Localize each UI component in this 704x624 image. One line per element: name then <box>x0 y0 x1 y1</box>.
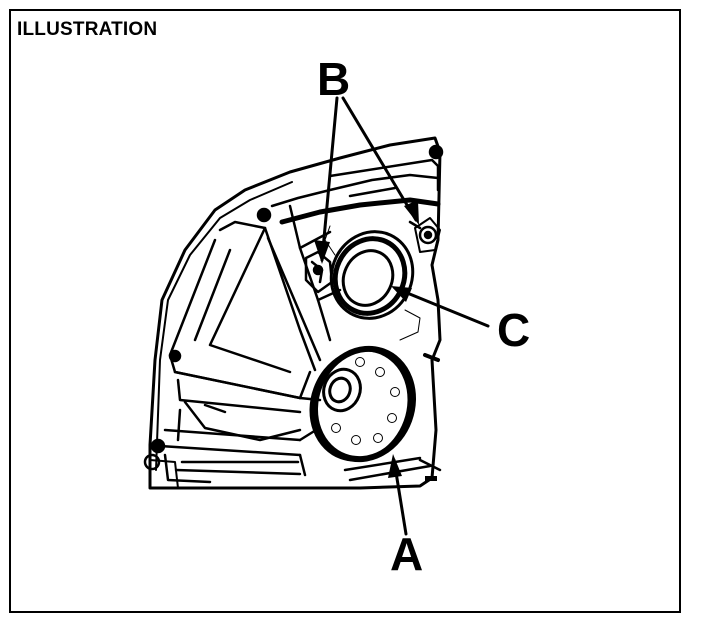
illustration-caption: ILLUSTRATION <box>17 19 158 40</box>
bearing-flange <box>309 345 417 463</box>
housing-bolt-holes <box>143 144 444 481</box>
callout-label-a: A <box>390 528 423 580</box>
housing-ribs <box>168 158 441 400</box>
leader-arrowheads <box>314 200 419 478</box>
callout-label-c: C <box>497 304 530 356</box>
leader-lines <box>320 96 490 536</box>
seal-bore <box>324 225 421 341</box>
callout-label-b: B <box>317 53 350 105</box>
